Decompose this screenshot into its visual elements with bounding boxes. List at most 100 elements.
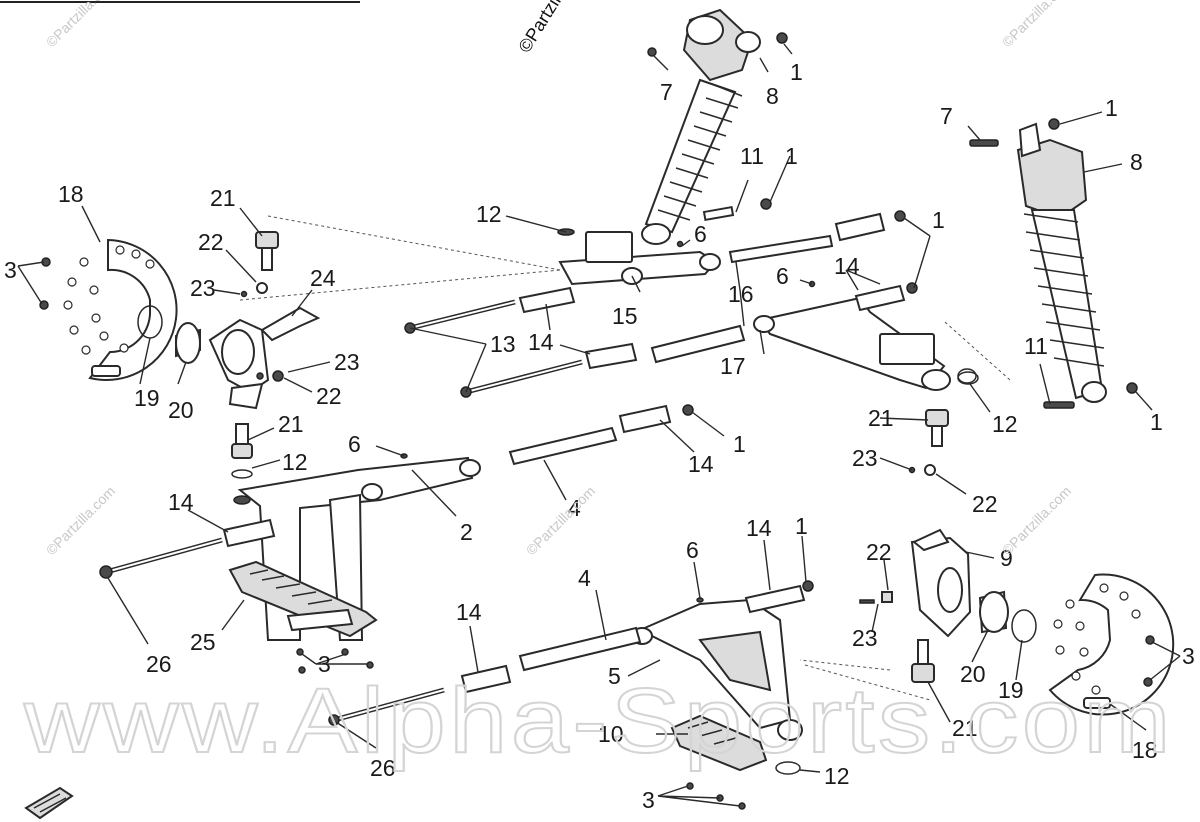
pivot-tubes-upper	[518, 198, 918, 370]
callout-5: 5	[608, 663, 621, 689]
callout-3: 3	[642, 787, 655, 813]
brake-disc-right	[1048, 573, 1175, 716]
callout-15: 15	[612, 303, 638, 329]
callout-21: 21	[952, 715, 978, 741]
partzilla-watermark: ©Partzilla.com	[999, 0, 1074, 50]
ball-joint-left-lower	[231, 423, 253, 505]
o-ring-right-upper	[957, 368, 977, 384]
callout-4: 4	[568, 495, 581, 521]
callout-7: 7	[660, 79, 673, 105]
callout-3: 3	[4, 257, 17, 283]
upper-a-arm-rear	[753, 296, 979, 391]
callout-14: 14	[456, 599, 482, 625]
callout-13: 13	[490, 331, 516, 357]
steering-knuckle-right	[859, 528, 972, 638]
watermarks: ©Partzilla ©Partzilla.com ©Partzilla.com…	[22, 0, 1174, 773]
callout-2: 2	[460, 519, 473, 545]
callout-26: 26	[146, 651, 172, 677]
callout-17: 17	[720, 353, 746, 379]
callout-26: 26	[370, 755, 396, 781]
knuckle-hardware-left	[256, 370, 284, 382]
skid-plate-left	[228, 560, 378, 638]
shock-absorber-right	[969, 118, 1138, 409]
alpha-sports-watermark: www.Alpha-Sports.com	[23, 670, 1174, 772]
callout-1: 1	[932, 207, 945, 233]
callout-7: 7	[940, 103, 953, 129]
callout-9: 9	[1000, 545, 1013, 571]
callout-8: 8	[1130, 149, 1143, 175]
disc-bolts-left	[39, 257, 51, 310]
pivot-tubes-lower-left	[222, 404, 694, 548]
callout-12: 12	[282, 449, 308, 475]
shock-absorber-upper	[641, 8, 788, 245]
callout-10: 10	[598, 721, 624, 747]
pivot-tubes-lower-right	[460, 580, 814, 694]
brake-disc-left	[63, 238, 178, 381]
o-ring-right-lower	[775, 761, 801, 775]
callout-22: 22	[866, 539, 892, 565]
callout-6: 6	[694, 221, 707, 247]
snap-ring-right	[1011, 609, 1037, 643]
callout-21: 21	[868, 405, 894, 431]
callout-1: 1	[1150, 409, 1163, 435]
callout-24: 24	[310, 265, 336, 291]
callout-12: 12	[824, 763, 850, 789]
leader-lines	[17, 43, 1181, 807]
callout-16: 16	[728, 281, 754, 307]
callout-14: 14	[834, 253, 860, 279]
lower-a-arm-right	[631, 597, 803, 741]
callout-21: 21	[278, 411, 304, 437]
callout-14: 14	[746, 515, 772, 541]
callout-11: 11	[740, 143, 764, 169]
long-bolt-lower-left	[99, 537, 223, 579]
callout-23: 23	[852, 445, 878, 471]
bearing-right	[978, 590, 1009, 634]
callout-1: 1	[790, 59, 803, 85]
callout-11: 11	[1024, 333, 1048, 359]
skid-plate-bolts-left	[296, 648, 374, 674]
callout-22: 22	[198, 229, 224, 255]
callout-3: 3	[1182, 643, 1195, 669]
callout-1: 1	[795, 513, 808, 539]
callout-18: 18	[58, 181, 84, 207]
callout-3: 3	[318, 651, 331, 677]
callout-20: 20	[960, 661, 986, 687]
callout-12: 12	[992, 411, 1018, 437]
callout-20: 20	[168, 397, 194, 423]
ball-joint-right-lower	[911, 639, 935, 683]
callout-14: 14	[528, 329, 554, 355]
callout-25: 25	[190, 629, 216, 655]
callout-23: 23	[334, 349, 360, 375]
callout-23: 23	[852, 625, 878, 651]
callout-6: 6	[348, 431, 361, 457]
callout-14: 14	[168, 489, 194, 515]
callout-22: 22	[972, 491, 998, 517]
callout-22: 22	[316, 383, 342, 409]
callout-23: 23	[190, 275, 216, 301]
callout-18: 18	[1132, 737, 1158, 763]
partzilla-watermark: ©Partzilla.com	[43, 483, 118, 558]
upper-a-arm-front	[557, 228, 721, 286]
ball-joint-right-upper	[908, 409, 949, 476]
steering-knuckle-left	[208, 306, 321, 410]
partzilla-watermark: ©Partzilla.com	[523, 483, 598, 558]
logo-fragment	[24, 786, 74, 820]
callout-1: 1	[733, 431, 746, 457]
ball-joint-left-upper	[240, 231, 279, 298]
partzilla-watermark: ©Partzilla.com	[43, 0, 118, 50]
long-bolt-lower-right	[328, 687, 445, 726]
callout-6: 6	[776, 263, 789, 289]
callout-14: 14	[688, 451, 714, 477]
callout-19: 19	[998, 677, 1024, 703]
callout-8: 8	[766, 83, 779, 109]
callout-19: 19	[134, 385, 160, 411]
callout-6: 6	[686, 537, 699, 563]
bearing-left	[175, 322, 201, 364]
partzilla-watermark: ©Partzilla.com	[999, 483, 1074, 558]
callout-12: 12	[476, 201, 502, 227]
callout-1: 1	[785, 143, 798, 169]
skid-plate-right	[670, 714, 768, 772]
callout-21: 21	[210, 185, 236, 211]
callout-labels: 1 1 1 1 1 1 1 2 3 3 3 3 4 4 5 6 6 6 6 7 …	[4, 59, 1195, 813]
